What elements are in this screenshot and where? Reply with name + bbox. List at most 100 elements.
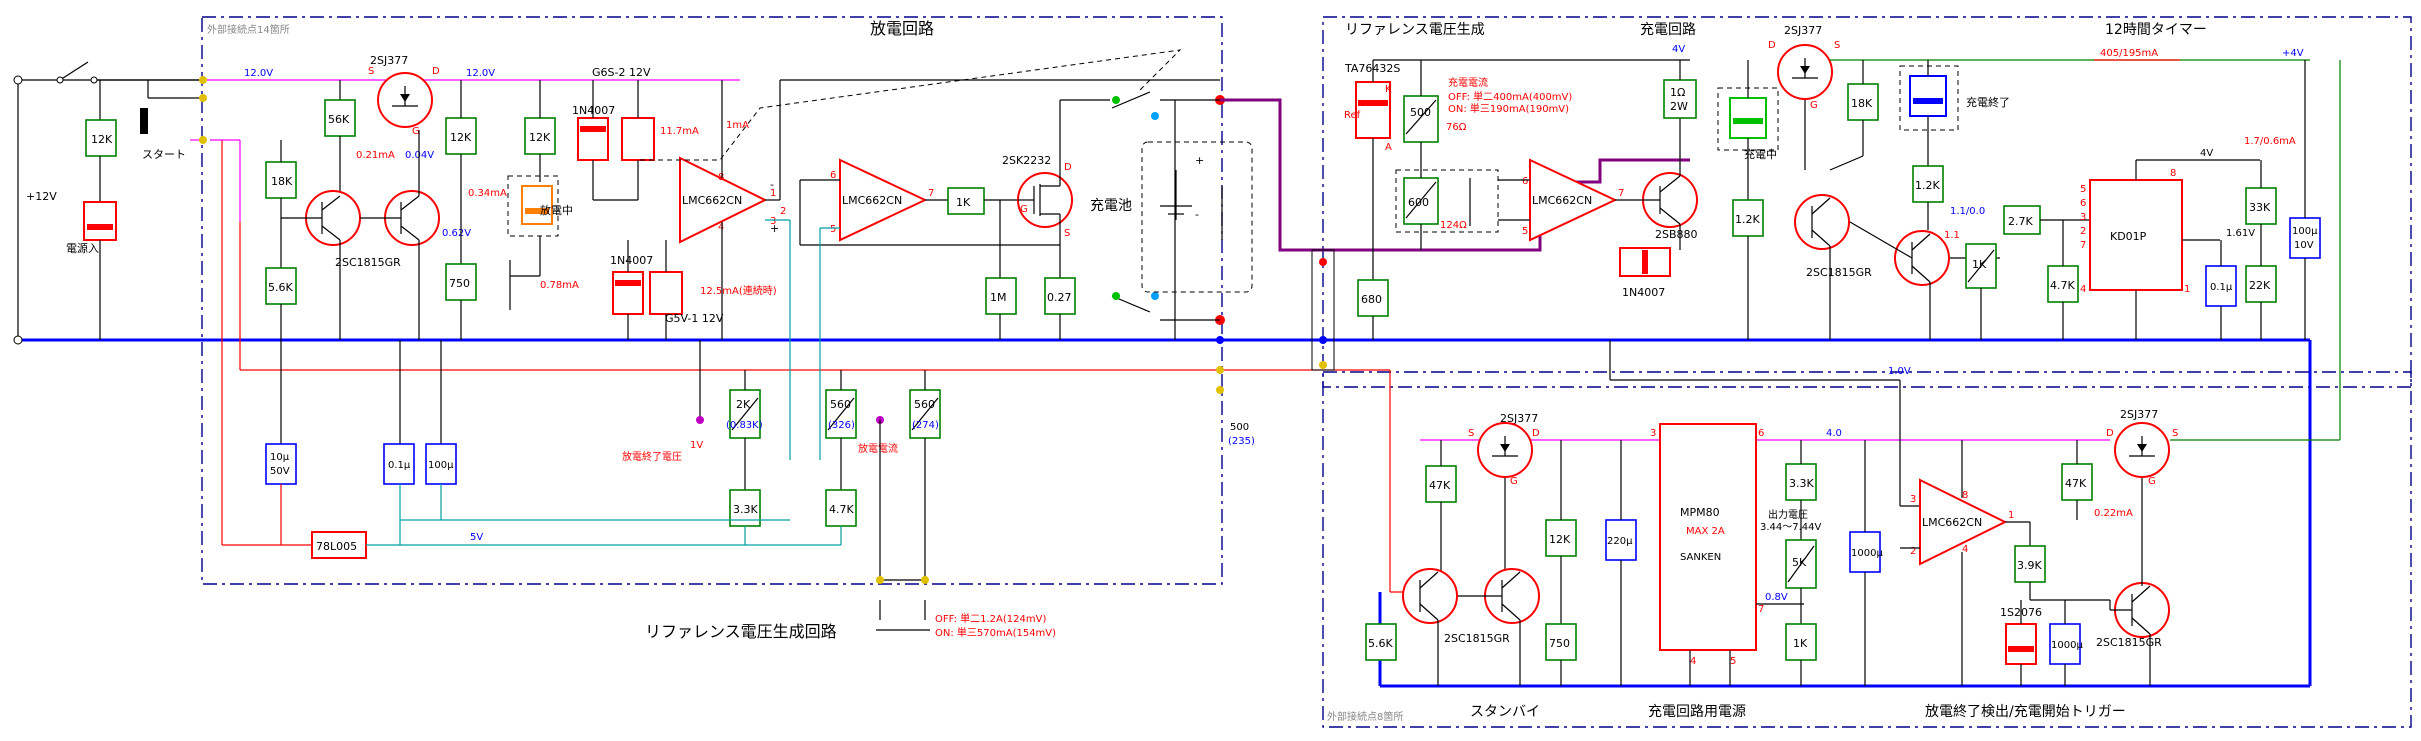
cap-01u-left xyxy=(383,443,415,485)
svg-text:D: D xyxy=(432,66,440,77)
svg-text:6: 6 xyxy=(830,170,836,181)
svg-text:4: 4 xyxy=(1962,544,1968,555)
svg-text:10μ: 10μ xyxy=(270,452,290,463)
svg-text:KD01P: KD01P xyxy=(2110,230,2147,243)
svg-text:1000μ: 1000μ xyxy=(1851,548,1883,559)
svg-text:LMC662CN: LMC662CN xyxy=(682,194,742,207)
svg-text:1.61V: 1.61V xyxy=(2226,228,2255,239)
svg-text:+4V: +4V xyxy=(2282,48,2304,59)
resistor-750-standby xyxy=(1545,623,1577,661)
svg-text:3: 3 xyxy=(2080,212,2086,223)
battery-switch-top[interactable] xyxy=(1111,91,1151,109)
power-switch[interactable] xyxy=(59,61,89,81)
svg-text:1.2K: 1.2K xyxy=(1735,213,1760,226)
svg-text:4: 4 xyxy=(1690,656,1696,667)
svg-text:1.2K: 1.2K xyxy=(1915,179,1940,192)
svg-text:2SJ377: 2SJ377 xyxy=(2120,408,2158,421)
cap-10u xyxy=(265,443,297,485)
svg-text:7: 7 xyxy=(1758,604,1764,615)
transistor-timer-1 xyxy=(1794,194,1850,250)
svg-text:(0.83K): (0.83K) xyxy=(726,420,763,431)
resistor-12k-mid xyxy=(445,117,477,155)
svg-text:ON: 単三190mA(190mV): ON: 単三190mA(190mV) xyxy=(1448,102,1569,115)
svg-text:50V: 50V xyxy=(270,466,290,477)
svg-text:A: A xyxy=(1385,142,1392,153)
ic-mpm80 xyxy=(1659,423,1757,651)
svg-text:S: S xyxy=(2172,428,2178,439)
v12-label-mid: 12.0V xyxy=(466,68,495,79)
opamp-1 xyxy=(679,156,768,244)
resistor-1k2-charge xyxy=(1732,199,1764,237)
svg-text:1.7/0.6mA: 1.7/0.6mA xyxy=(2244,136,2296,147)
svg-text:-: - xyxy=(1195,208,1199,221)
svg-text:12.5mA(連続時): 12.5mA(連続時) xyxy=(700,284,777,297)
svg-text:405/195mA: 405/195mA xyxy=(2100,48,2158,59)
svg-text:2W: 2W xyxy=(1670,100,1688,113)
svg-text:4: 4 xyxy=(718,222,724,233)
svg-text:G: G xyxy=(1510,476,1518,487)
svg-text:7: 7 xyxy=(1618,188,1624,199)
resistor-12k-standby xyxy=(1545,519,1577,557)
title-ref-gen-circuit: リファレンス電圧生成回路 xyxy=(645,622,837,641)
svg-text:OFF: 単二1.2A(124mV): OFF: 単二1.2A(124mV) xyxy=(935,612,1046,625)
svg-text:600: 600 xyxy=(1408,196,1429,209)
svg-text:6: 6 xyxy=(1522,176,1528,187)
ic-kd01p xyxy=(2089,179,2183,291)
svg-text:680: 680 xyxy=(1361,293,1382,306)
svg-text:0.1μ: 0.1μ xyxy=(2210,282,2233,293)
ta76432s-shunt xyxy=(1355,81,1391,139)
svg-text:出力電圧: 出力電圧 xyxy=(1768,508,1808,521)
start-label: スタート xyxy=(142,148,186,161)
cap-100u-left xyxy=(425,443,457,485)
svg-text:1: 1 xyxy=(2184,284,2190,295)
discharging-led xyxy=(521,185,553,225)
svg-text:5.6K: 5.6K xyxy=(1368,637,1393,650)
svg-text:K: K xyxy=(1385,84,1392,95)
svg-text:1K: 1K xyxy=(1793,637,1808,650)
svg-text:0.1μ: 0.1μ xyxy=(388,460,411,471)
svg-text:5.6K: 5.6K xyxy=(268,281,293,294)
svg-text:SANKEN: SANKEN xyxy=(1680,552,1721,563)
resistor-750-left xyxy=(445,263,477,301)
relay-g6s-coil xyxy=(621,117,655,161)
svg-text:4.7K: 4.7K xyxy=(829,503,854,516)
svg-text:1V: 1V xyxy=(690,440,703,451)
svg-text:0.22mA: 0.22mA xyxy=(2094,508,2133,519)
svg-text:(274): (274) xyxy=(912,420,939,431)
nfet-label: 2SK2232 xyxy=(1002,154,1051,167)
svg-text:D: D xyxy=(1768,40,1776,51)
svg-text:56K: 56K xyxy=(328,113,350,126)
external-points-label-right: 外部接続点8箇所 xyxy=(1327,710,1403,723)
resistor-027 xyxy=(1044,277,1076,315)
svg-text:MAX 2A: MAX 2A xyxy=(1686,526,1725,537)
svg-text:100μ: 100μ xyxy=(428,460,454,471)
svg-text:5: 5 xyxy=(2080,184,2086,195)
start-button[interactable] xyxy=(140,108,148,134)
svg-text:3: 3 xyxy=(1910,494,1916,505)
svg-text:1000μ: 1000μ xyxy=(2051,640,2083,651)
svg-text:2SC1815GR: 2SC1815GR xyxy=(2096,636,2162,649)
title-end-detect: 放電終了検出/充電開始トリガー xyxy=(1925,704,2126,720)
svg-text:1K: 1K xyxy=(956,196,971,209)
svg-text:1: 1 xyxy=(2008,510,2014,521)
svg-text:750: 750 xyxy=(1549,637,1570,650)
svg-text:1K: 1K xyxy=(1972,258,1987,271)
supply-terminal xyxy=(13,75,23,85)
svg-text:Ref: Ref xyxy=(1344,110,1361,121)
svg-text:3.3K: 3.3K xyxy=(733,503,758,516)
title-standby: スタンバイ xyxy=(1470,704,1540,720)
svg-text:3: 3 xyxy=(1650,428,1656,439)
svg-text:0.62V: 0.62V xyxy=(442,228,471,239)
charge-done-label: 充電終了 xyxy=(1966,95,2010,109)
svg-text:0.04V: 0.04V xyxy=(405,150,434,161)
v12-label-left: 12.0V xyxy=(244,68,273,79)
svg-text:8: 8 xyxy=(1962,490,1968,501)
svg-text:5K: 5K xyxy=(1792,556,1807,569)
svg-text:2SC1815GR: 2SC1815GR xyxy=(1444,632,1510,645)
title-timer: 12時間タイマー xyxy=(2105,22,2207,38)
resistor-1ohm-2w xyxy=(1663,79,1697,119)
power-led-label: 電源入 xyxy=(66,241,99,255)
resistor-12k-led xyxy=(524,117,556,155)
svg-text:ON: 単三570mA(154mV): ON: 単三570mA(154mV) xyxy=(935,626,1056,639)
